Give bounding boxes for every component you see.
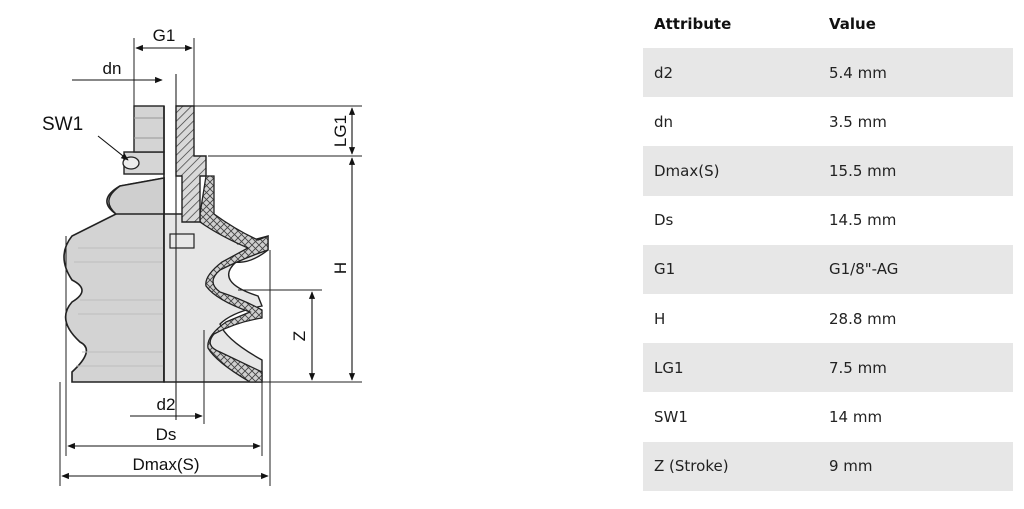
dimension-lg1: LG1 (194, 105, 362, 157)
table-header: Attribute Value (643, 0, 1013, 48)
attribute-cell: LG1 (654, 358, 684, 377)
value-cell: 5.4 mm (829, 63, 887, 82)
bellows-body (63, 105, 165, 383)
label-dn: dn (103, 59, 122, 78)
value-cell: 3.5 mm (829, 112, 887, 131)
dimension-d2: d2 (130, 330, 205, 424)
suction-cup-drawing: G1 dn SW1 LG1 H Z d2 Ds (42, 26, 362, 486)
dimension-dmax: Dmax(S) (59, 250, 271, 486)
label-z: Z (290, 331, 309, 341)
value-cell: 14 mm (829, 407, 883, 426)
table-row: d2 5.4 mm (643, 48, 1013, 98)
spec-table: Attribute Value d2 5.4 mm dn 3.5 mm Dmax(S) 1… (643, 0, 1013, 491)
attribute-cell: d2 (654, 63, 674, 82)
attribute-cell: SW1 (654, 407, 688, 426)
dimension-sw1: SW1 (42, 114, 129, 161)
dimension-h: H (262, 157, 362, 383)
attribute-cell: Ds (654, 211, 674, 230)
table-row: G1 G1/8"-AG (643, 244, 1013, 294)
value-cell: 7.5 mm (829, 358, 887, 377)
dimension-g1: G1 (133, 26, 195, 106)
table-row: H 28.8 mm (643, 294, 1013, 343)
dimension-z: Z (238, 289, 322, 381)
label-lg1: LG1 (331, 115, 350, 147)
header-value: Value (829, 15, 876, 33)
label-dmax: Dmax(S) (132, 455, 199, 474)
bellows-section (163, 74, 269, 420)
table-row: Z (Stroke) 9 mm (643, 441, 1013, 491)
label-ds: Ds (156, 425, 177, 444)
value-cell: 15.5 mm (829, 161, 897, 180)
dimension-ds: Ds (65, 236, 263, 456)
attribute-cell: G1 (654, 260, 676, 279)
table-row: SW1 14 mm (643, 392, 1013, 441)
attribute-cell: H (654, 309, 666, 328)
value-cell: 9 mm (829, 457, 873, 476)
attribute-cell: Dmax(S) (654, 161, 720, 180)
table-row: LG1 7.5 mm (643, 343, 1013, 393)
attribute-cell: Z (Stroke) (654, 457, 729, 476)
label-d2: d2 (157, 395, 176, 414)
attribute-cell: dn (654, 112, 674, 131)
table-row: Dmax(S) 15.5 mm (643, 146, 1013, 196)
header-attribute: Attribute (654, 15, 732, 33)
value-cell: 28.8 mm (829, 309, 897, 328)
label-g1: G1 (153, 26, 176, 45)
label-sw1: SW1 (42, 114, 83, 135)
value-cell: 14.5 mm (829, 211, 897, 230)
table-row: Ds 14.5 mm (643, 196, 1013, 245)
label-h: H (331, 262, 350, 274)
value-cell: G1/8"-AG (829, 260, 899, 279)
table-row: dn 3.5 mm (643, 97, 1013, 146)
dimension-dn: dn (72, 59, 163, 84)
